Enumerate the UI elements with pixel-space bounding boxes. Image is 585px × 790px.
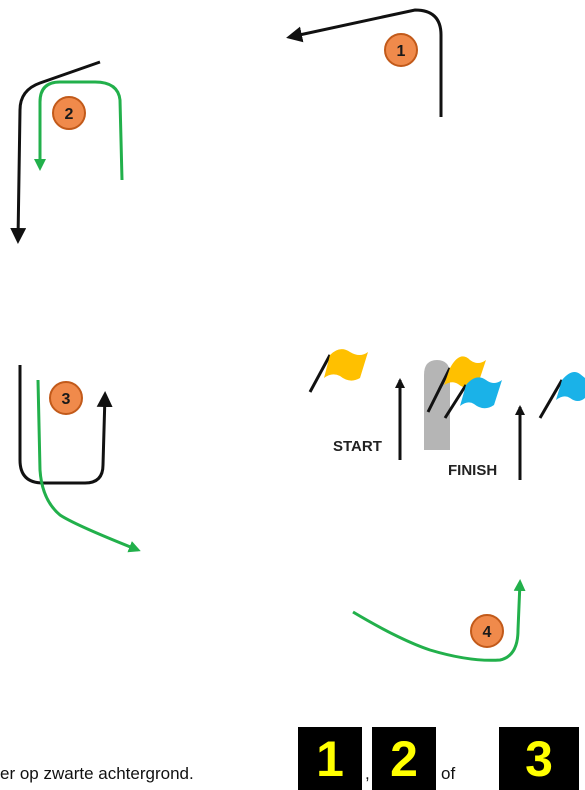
- separator-of: of: [441, 764, 456, 783]
- number-tile-2: 2: [372, 727, 436, 790]
- manoeuvre-1: 1: [286, 8, 443, 117]
- marker-number-4: 4: [483, 624, 492, 641]
- caption-text: er op zwarte achtergrond.: [0, 764, 194, 783]
- green-path-4: [352, 579, 526, 662]
- marker-number-3: 3: [62, 391, 71, 408]
- green-path-3: [36, 379, 141, 553]
- start-label: START: [333, 438, 382, 455]
- separator-comma: ,: [365, 764, 370, 783]
- green-path-2: [34, 80, 124, 181]
- number-tile-1: 1: [298, 727, 362, 790]
- marker-circle-2: [52, 96, 86, 130]
- black-path-1: [286, 8, 443, 117]
- blue-flag-icon: [443, 377, 502, 419]
- manoeuvre-4: 4: [352, 579, 526, 662]
- blue-flag-icon: [538, 372, 585, 419]
- marker-number-2: 2: [65, 106, 74, 123]
- marker-circle-4: [470, 614, 504, 648]
- start-finish-scene: START FINISH: [308, 349, 585, 480]
- black-path-2: [10, 60, 101, 244]
- manoeuvre-3: 3: [18, 365, 141, 553]
- black-path-3: [18, 365, 113, 485]
- marker-circle-1: [384, 33, 418, 67]
- number-tile-3: 3: [499, 727, 579, 790]
- sailing-manoeuvre-diagram: 1 2 3 START: [10, 8, 585, 662]
- marker-number-1: 1: [397, 43, 406, 60]
- finish-label: FINISH: [448, 462, 497, 479]
- yellow-flag-icon: [308, 349, 368, 393]
- marker-circle-3: [49, 381, 83, 415]
- manoeuvre-2: 2: [10, 60, 124, 244]
